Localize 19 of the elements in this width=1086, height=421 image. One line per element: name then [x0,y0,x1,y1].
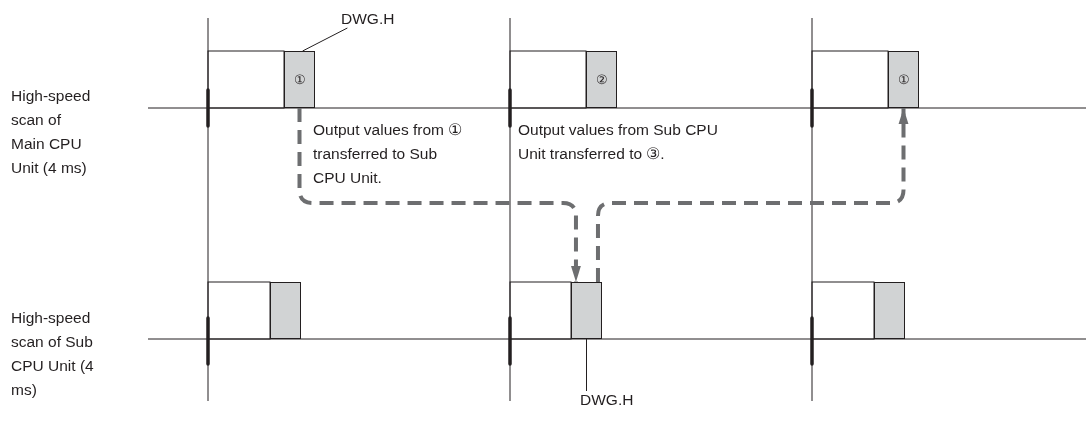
step-number: ② [595,72,608,87]
output-block [284,51,315,108]
output-block [874,282,905,339]
row-label: High-speed scan of Sub CPU Unit (4 ms) [11,308,95,400]
transfer-note: Output values from Sub CPU Unit transferred to ③. [518,120,719,164]
output-block [586,51,617,108]
callout-label: DWG.H [341,10,395,28]
step-number: ① [897,72,910,87]
leader-line [586,338,587,392]
row-label: High-speed scan of Main CPU Unit (4 ms) [11,86,92,178]
output-block [888,51,919,108]
output-block [571,282,602,339]
step-number: ① [293,72,306,87]
transfer-arrow [595,108,909,282]
transfer-arrow [297,108,581,282]
leader-line [302,27,348,52]
output-block [270,282,301,339]
transfer-note: Output values from ① transferred to Sub CPU Unit. [313,120,463,188]
callout-label: DWG.H [580,391,634,409]
